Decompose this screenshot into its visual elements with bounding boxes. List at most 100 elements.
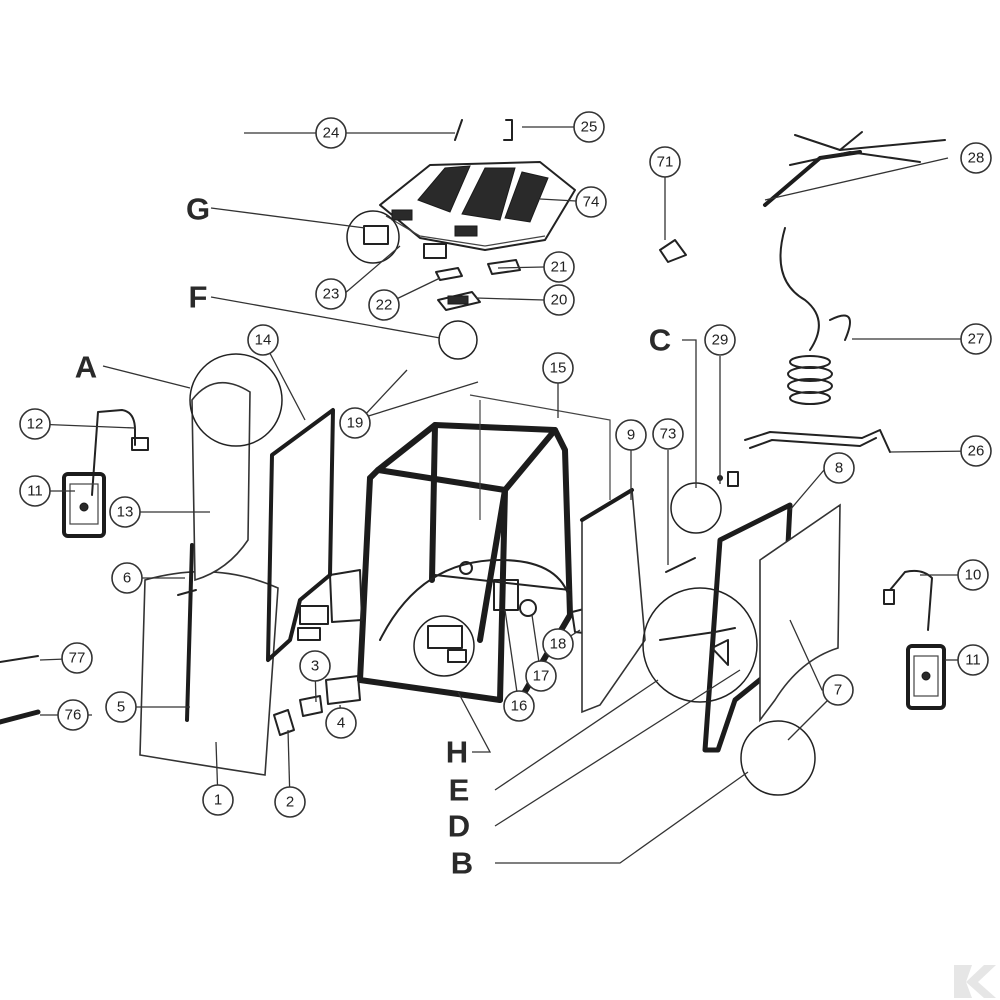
roof-panel xyxy=(379,161,576,251)
callout-23: 23 xyxy=(315,278,347,310)
svg-text:20: 20 xyxy=(551,292,568,309)
detail-letter-c: C xyxy=(649,323,671,358)
svg-text:3: 3 xyxy=(311,658,319,675)
detail-letter-d: D xyxy=(448,809,470,844)
callout-7: 7 xyxy=(822,674,854,706)
svg-text:2: 2 xyxy=(286,794,294,811)
svg-text:7: 7 xyxy=(834,682,842,699)
callout-25: 25 xyxy=(573,111,605,143)
roof-light xyxy=(363,225,447,259)
callout-9: 9 xyxy=(615,419,647,451)
callout-8: 8 xyxy=(823,452,855,484)
svg-text:76: 76 xyxy=(65,707,82,724)
callout-19: 19 xyxy=(339,407,371,439)
svg-text:11: 11 xyxy=(965,652,981,669)
callout-13: 13 xyxy=(109,496,141,528)
callout-14: 14 xyxy=(247,324,279,356)
corner-logo xyxy=(954,965,996,998)
detail-letter-labels: A B C D E F G H xyxy=(75,192,671,881)
detail-letter-f: F xyxy=(189,280,208,315)
right-rear-glass xyxy=(580,488,646,714)
callout-17: 17 xyxy=(525,660,557,692)
callout-77: 77 xyxy=(61,642,93,674)
callout-24: 24 xyxy=(315,117,347,149)
left-mirror xyxy=(62,409,149,538)
svg-text:21: 21 xyxy=(551,259,568,276)
callout-71: 71 xyxy=(649,146,681,178)
roof-small-parts xyxy=(435,119,521,311)
svg-text:71: 71 xyxy=(657,154,674,171)
svg-text:13: 13 xyxy=(117,504,134,521)
left-window-seal xyxy=(266,408,335,662)
callout-4: 4 xyxy=(325,707,357,739)
svg-text:14: 14 xyxy=(255,332,272,349)
right-door-seal xyxy=(702,502,793,753)
svg-text:19: 19 xyxy=(347,415,364,432)
left-door-glass xyxy=(139,543,279,776)
detail-letter-a: A xyxy=(75,350,97,385)
svg-text:73: 73 xyxy=(660,426,677,443)
callout-11-right: 11 xyxy=(957,644,989,676)
svg-text:26: 26 xyxy=(968,443,985,460)
detail-letter-h: H xyxy=(446,735,468,770)
detail-letter-g: G xyxy=(186,192,210,227)
svg-text:16: 16 xyxy=(511,698,528,715)
right-door-glass xyxy=(759,503,841,723)
callout-27: 27 xyxy=(960,323,992,355)
callout-21: 21 xyxy=(543,251,575,283)
callout-26: 26 xyxy=(960,435,992,467)
svg-text:5: 5 xyxy=(117,699,125,716)
svg-text:17: 17 xyxy=(533,668,550,685)
left-rear-glass xyxy=(191,381,251,582)
callout-74: 74 xyxy=(575,186,607,218)
cab-frame xyxy=(357,394,611,703)
svg-text:6: 6 xyxy=(123,570,131,587)
callout-5: 5 xyxy=(105,691,137,723)
svg-text:29: 29 xyxy=(712,332,729,349)
callout-29: 29 xyxy=(704,324,736,356)
antenna-rods xyxy=(0,655,41,725)
detail-letter-e: E xyxy=(449,773,470,808)
callout-76: 76 xyxy=(57,699,89,731)
detail-circles xyxy=(189,210,816,796)
svg-text:8: 8 xyxy=(835,460,843,477)
callout-11-left: 11 xyxy=(19,475,51,507)
svg-text:1: 1 xyxy=(214,792,222,809)
svg-text:22: 22 xyxy=(376,297,393,314)
coiled-hose xyxy=(779,227,851,405)
bracket-71 xyxy=(659,239,687,263)
leader-lines xyxy=(34,126,979,864)
detail-letter-b: B xyxy=(451,846,473,881)
callout-16: 16 xyxy=(503,690,535,722)
callout-12: 12 xyxy=(19,408,51,440)
callout-1: 1 xyxy=(202,784,234,816)
svg-text:25: 25 xyxy=(581,119,598,136)
svg-text:28: 28 xyxy=(968,150,985,167)
callout-22: 22 xyxy=(368,289,400,321)
callout-28: 28 xyxy=(960,142,992,174)
left-latch-parts xyxy=(273,605,361,736)
right-mirror xyxy=(883,569,946,710)
svg-text:24: 24 xyxy=(323,125,340,142)
callout-10: 10 xyxy=(957,559,989,591)
svg-text:18: 18 xyxy=(550,636,567,653)
callout-3: 3 xyxy=(299,650,331,682)
svg-text:9: 9 xyxy=(627,427,635,444)
svg-text:12: 12 xyxy=(27,416,44,433)
svg-text:74: 74 xyxy=(583,194,600,211)
svg-text:10: 10 xyxy=(965,567,982,584)
callout-2: 2 xyxy=(274,786,306,818)
wiring-harness xyxy=(763,131,946,207)
small-parts-right xyxy=(665,471,739,573)
callout-15: 15 xyxy=(542,352,574,384)
svg-text:27: 27 xyxy=(968,331,985,348)
callout-73: 73 xyxy=(652,418,684,450)
svg-text:23: 23 xyxy=(323,286,340,303)
svg-text:77: 77 xyxy=(69,650,86,667)
callout-20: 20 xyxy=(543,284,575,316)
callout-6: 6 xyxy=(111,562,143,594)
callout-18: 18 xyxy=(542,628,574,660)
heater-pipe xyxy=(744,429,891,453)
